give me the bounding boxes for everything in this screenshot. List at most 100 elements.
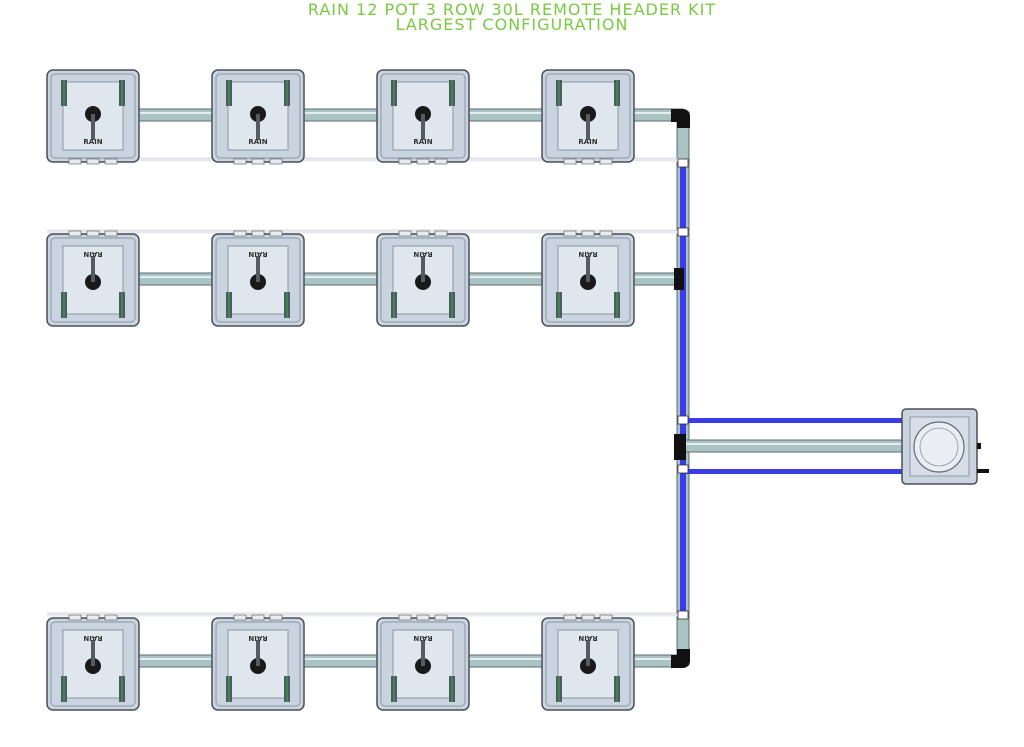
blue-vertical-tube — [680, 166, 686, 614]
pot-inner-rim — [380, 621, 466, 707]
pot-brand-label: RAIN — [413, 634, 432, 642]
pot-inner-rim — [50, 621, 136, 707]
pot-inner-rim — [50, 237, 136, 323]
pot-edge-tab-1 — [68, 158, 82, 165]
blue-line-fitting-5 — [677, 610, 689, 620]
pot-r3-c1: RAIN — [46, 614, 140, 711]
pot-inner-rim — [545, 621, 631, 707]
pot-edge-tab-1 — [233, 614, 247, 621]
blue-line-fitting-2 — [677, 227, 689, 237]
pot-edge-tab-2 — [86, 158, 100, 165]
top-elbow-connector — [671, 109, 690, 128]
pot-r3-c2: RAIN — [211, 614, 305, 711]
blue-feed-tube-upper — [683, 418, 905, 423]
pot-brand-label: RAIN — [248, 634, 267, 642]
pot-inner-rim — [50, 73, 136, 159]
bottom-elbow-connector — [671, 649, 690, 668]
pot-edge-tab-2 — [581, 614, 595, 621]
blue-vertical-tube-lower — [680, 486, 686, 612]
pot-edge-tab-1 — [398, 158, 412, 165]
pot-drain-stem — [256, 640, 260, 666]
pot-edge-tab-2 — [416, 614, 430, 621]
pots-layer: RAIN RAIN RAIN RAIN RAIN RAIN RAIN RAIN RAIN RAIN… — [46, 69, 635, 711]
pot-edge-tab-1 — [233, 230, 247, 237]
pot-drain-stem — [586, 256, 590, 282]
pot-drain-stem — [421, 256, 425, 282]
pot-brand-label: RAIN — [413, 250, 432, 258]
pot-edge-tab-3 — [599, 230, 613, 237]
pot-drain-stem — [91, 640, 95, 666]
blue-line-fitting-3 — [677, 415, 689, 425]
pot-r2-c4: RAIN — [541, 230, 635, 327]
pot-edge-tab-2 — [251, 614, 265, 621]
pot-r1-c1: RAIN — [46, 69, 140, 165]
pot-r2-c1: RAIN — [46, 230, 140, 327]
pot-edge-tab-1 — [68, 230, 82, 237]
pot-inner-rim — [545, 237, 631, 323]
pot-edge-tab-3 — [434, 230, 448, 237]
pot-r1-c2: RAIN — [211, 69, 305, 165]
pot-drain-stem — [91, 256, 95, 282]
middle-tee-connector — [674, 268, 684, 290]
pot-inner-rim — [215, 621, 301, 707]
pot-brand-label: RAIN — [413, 138, 432, 146]
reservoir-layer — [901, 408, 989, 485]
pot-edge-tab-2 — [86, 614, 100, 621]
pot-edge-tab-3 — [104, 230, 118, 237]
pot-brand-label: RAIN — [578, 250, 597, 258]
pot-edge-tab-1 — [563, 158, 577, 165]
reservoir-drain-pipe — [682, 439, 906, 453]
pot-r3-c4: RAIN — [541, 614, 635, 711]
reservoir-tank — [901, 408, 989, 485]
pot-r2-c3: RAIN — [376, 230, 470, 327]
reservoir-lid-circle — [913, 421, 965, 473]
pot-brand-label: RAIN — [83, 634, 102, 642]
pot-inner-rim — [380, 237, 466, 323]
pot-brand-label: RAIN — [83, 250, 102, 258]
pot-edge-tab-1 — [563, 230, 577, 237]
pot-edge-tab-1 — [68, 614, 82, 621]
pot-edge-tab-3 — [104, 614, 118, 621]
pot-inner-rim — [215, 73, 301, 159]
pot-edge-tab-2 — [251, 158, 265, 165]
pot-drain-stem — [586, 114, 590, 140]
pot-edge-tab-3 — [269, 158, 283, 165]
pot-edge-tab-1 — [233, 158, 247, 165]
pot-edge-tab-3 — [599, 614, 613, 621]
pot-edge-tab-3 — [104, 158, 118, 165]
blue-line-fitting-4 — [677, 464, 689, 474]
pot-r1-c4: RAIN — [541, 69, 635, 165]
bottom-elbow-connector-shape — [671, 649, 690, 668]
pot-edge-tab-3 — [269, 230, 283, 237]
pot-brand-label: RAIN — [578, 138, 597, 146]
pot-edge-tab-2 — [86, 230, 100, 237]
top-elbow-connector-shape — [671, 109, 690, 128]
pot-brand-label: RAIN — [248, 138, 267, 146]
reservoir-outlet — [977, 469, 989, 473]
pot-drain-stem — [256, 114, 260, 140]
blue-feed-tube-lower — [683, 469, 905, 474]
pot-drain-stem — [91, 114, 95, 140]
tubing-layer — [47, 108, 906, 668]
pot-edge-tab-3 — [434, 158, 448, 165]
diagram-title-line-2: LARGEST CONFIGURATION — [395, 15, 629, 34]
pot-drain-stem — [421, 114, 425, 140]
reservoir-port-upper — [977, 443, 981, 449]
reservoir-tee-connector — [674, 434, 686, 460]
pot-edge-tab-3 — [269, 614, 283, 621]
pot-brand-label: RAIN — [578, 634, 597, 642]
pot-inner-rim — [380, 73, 466, 159]
pot-edge-tab-3 — [434, 614, 448, 621]
pot-brand-label: RAIN — [83, 138, 102, 146]
pot-brand-label: RAIN — [248, 250, 267, 258]
pot-edge-tab-2 — [416, 158, 430, 165]
pot-r3-c3: RAIN — [376, 614, 470, 711]
pot-edge-tab-3 — [599, 158, 613, 165]
pot-drain-stem — [421, 640, 425, 666]
pot-inner-rim — [215, 237, 301, 323]
pot-edge-tab-2 — [251, 230, 265, 237]
pot-drain-stem — [256, 256, 260, 282]
blue-line-fitting-1 — [677, 158, 689, 168]
pot-inner-rim — [545, 73, 631, 159]
